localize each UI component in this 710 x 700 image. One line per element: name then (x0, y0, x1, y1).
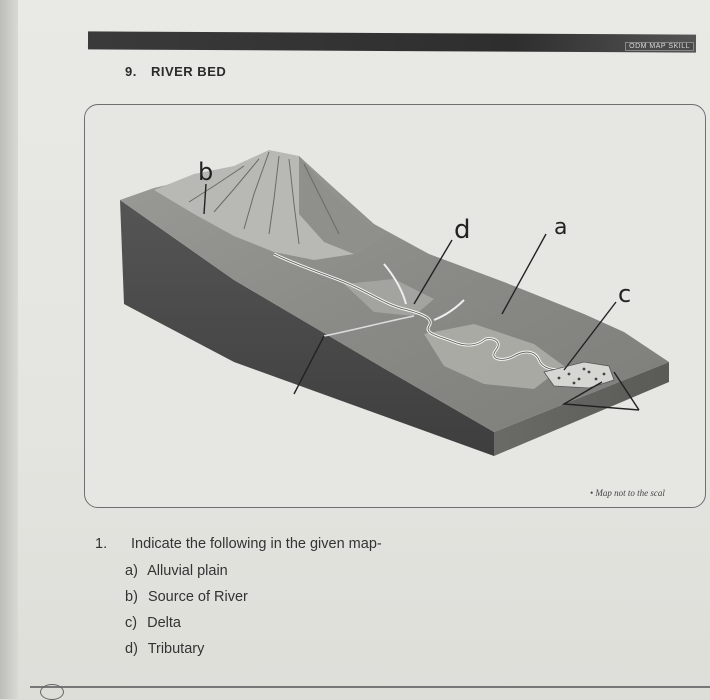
map-scale-note: • Map not to the scal (590, 488, 665, 498)
page-number-circle (40, 684, 64, 700)
tributary-3 (323, 315, 415, 337)
pointer-lines (203, 183, 640, 411)
mountain-shadow (299, 156, 384, 254)
option-a: a) Alluvial plain (125, 563, 228, 579)
mountain-ridges (188, 151, 340, 245)
label-c: c (618, 280, 631, 308)
page-fold-shadow (0, 0, 18, 699)
option-c: c) Delta (125, 615, 181, 631)
delta-dots (557, 367, 606, 385)
option-marker: b) (125, 589, 138, 605)
delta (543, 361, 615, 389)
option-b: b) Source of River (125, 589, 248, 605)
header-bar (87, 31, 697, 53)
option-marker: c) (125, 615, 138, 631)
tributary-1 (383, 263, 407, 305)
pointer-a-extra (293, 335, 325, 395)
page-footer-line (30, 686, 710, 688)
option-d: d) Tributary (125, 641, 204, 657)
pointer-d (413, 239, 453, 305)
pointer-b (203, 183, 207, 215)
question-text: Indicate the following in the given map- (131, 536, 382, 552)
section-number: 9. (125, 64, 137, 79)
header-tag: ODM MAP SKILL (625, 42, 694, 51)
option-text: Tributary (147, 641, 205, 657)
tributary-2 (433, 299, 465, 321)
section-title-text: RIVER BED (150, 64, 227, 79)
pointer-a (501, 233, 547, 315)
option-marker: a) (125, 563, 138, 579)
question-prompt: 1. Indicate the following in the given m… (95, 536, 382, 552)
river-bed-diagram: b d a c (120, 150, 669, 456)
block-front-face (494, 362, 669, 456)
option-text: Alluvial plain (147, 563, 228, 579)
label-d: d (454, 215, 471, 245)
pointer-delta-lines (561, 371, 640, 411)
label-a: a (554, 215, 567, 240)
option-text: Source of River (147, 589, 248, 605)
floodplain-patch-2 (344, 279, 434, 316)
pointer-c (563, 301, 617, 371)
option-marker: d) (125, 641, 138, 657)
question-number: 1. (95, 536, 108, 552)
block-left-face (120, 200, 494, 456)
label-b: b (198, 158, 213, 186)
option-text: Delta (147, 615, 181, 631)
section-title: 9. RIVER BED (125, 64, 226, 79)
